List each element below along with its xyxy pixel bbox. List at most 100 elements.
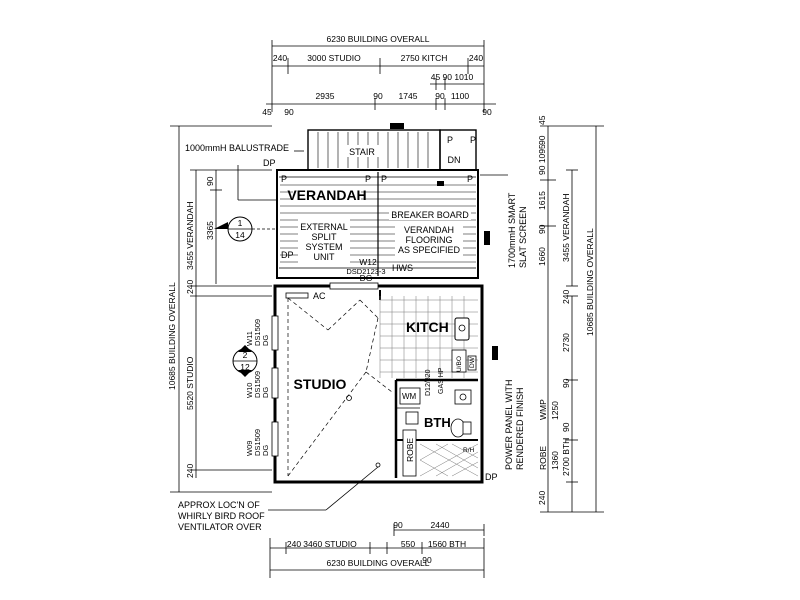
sink-drain-icon [458, 324, 466, 332]
vanity-icon [454, 389, 472, 405]
hws-label: HWS [392, 263, 413, 273]
dim-right-1615: 1615 [537, 191, 547, 210]
p-mark-ver-4: P [467, 174, 473, 184]
stair-label: STAIR [349, 147, 375, 157]
dim-top-studio: 3000 STUDIO [307, 53, 361, 63]
dishwasher-icon [467, 355, 477, 371]
w10-code: DS1509 [253, 371, 262, 398]
dim-bottom-studio: 3460 STUDIO [303, 539, 357, 549]
w12-label: W12 [359, 257, 377, 267]
dim-right-1250: 1250 [550, 401, 560, 420]
ac-label: AC [313, 291, 326, 301]
dim-right-90-c: 90 [561, 378, 571, 388]
power-panel-label-1: POWER PANEL WITH [504, 379, 514, 470]
power-panel-icon [492, 346, 498, 360]
dim-right-90-b: 90 [537, 224, 547, 234]
dim-bottom-90-b: 90 [422, 555, 432, 565]
dim-right-overall: 10685 BUILDING OVERALL [585, 228, 595, 336]
smart-screen-label-1: 1700mmH SMART [507, 192, 517, 268]
stair: STAIR DN P P [307, 123, 477, 171]
verandah: P P P P VERANDAH EXTERNAL SPLIT SYSTEM U… [276, 169, 490, 283]
dim-top-90-mid: 90 [373, 91, 383, 101]
dim-right-2730: 2730 [561, 333, 571, 352]
dim-top-240-left: 240 [273, 53, 287, 63]
dim-top-1745: 1745 [399, 91, 418, 101]
dim-right-2700: 2700 BTH [561, 438, 571, 476]
dim-top-45-90-1010: 45 90 1010 [431, 72, 474, 82]
ubo-label: U/BO [456, 356, 463, 372]
flooring-label: FLOORING [405, 235, 452, 245]
p-mark-ver-3: P [381, 174, 387, 184]
verandah-flooring-label: VERANDAH [404, 225, 454, 235]
studio-ceiling-lines [287, 297, 393, 477]
dim-right-verandah: 3455 VERANDAH [561, 193, 571, 262]
split-label: SPLIT [311, 232, 337, 242]
dim-top-90-r: 90 [435, 91, 445, 101]
dim-top-1100: 1100 [451, 91, 470, 101]
dim-right-90-d: 90 [561, 422, 571, 432]
whirly-label-2: WHIRLY BIRD ROOF [178, 511, 265, 521]
w11-label: W11 [245, 331, 254, 346]
as-specified-label: AS SPECIFIED [398, 245, 461, 255]
balustrade-label: 1000mmH BALUSTRADE [185, 143, 289, 153]
rh-label: R/H [463, 447, 475, 454]
bth-label: BTH [424, 415, 451, 430]
dim-right-240-a: 240 [561, 290, 571, 304]
power-panel-label-2: RENDERED FINISH [515, 387, 525, 470]
w10-dg: DG [261, 387, 270, 398]
section-1-sheet: 14 [235, 230, 245, 240]
p-mark-stair-2: P [470, 135, 476, 145]
section-marker-2: 2 12 [232, 345, 258, 377]
dim-left-90: 90 [205, 176, 215, 186]
dn-label: DN [448, 155, 461, 165]
dim-top-90-rr: 90 [482, 107, 492, 117]
dim-left-3365: 3365 [205, 221, 215, 240]
bottom-dimensions: 90 2440 240 3460 STUDIO 550 1560 BTH 90 … [269, 520, 485, 578]
dim-left-overall: 10685 BUILDING OVERALL [167, 282, 177, 390]
dim-top-kitch: 2750 KITCH [401, 53, 448, 63]
external-label: EXTERNAL [300, 222, 348, 232]
dim-bottom-90: 90 [393, 520, 403, 530]
smoke-detector-icon [346, 395, 352, 401]
left-dimensions: 10685 BUILDING OVERALL 3455 VERANDAH 240… [167, 125, 272, 493]
washing-machine-icon [399, 387, 421, 405]
dim-right-90-a: 90 [537, 135, 547, 145]
d12-label: D12/820 [425, 369, 432, 396]
dim-top-240-right: 240 [469, 53, 483, 63]
w11-dg: DG [261, 335, 270, 346]
dim-left-240-b: 240 [185, 464, 195, 478]
sink-icon [454, 317, 470, 341]
ac-unit [285, 292, 309, 299]
dim-top-2935: 2935 [316, 91, 335, 101]
section-marker-1: 1 14 [214, 216, 278, 242]
w12-code: DSD2123-3 [346, 267, 385, 276]
section-2-number: 2 [243, 350, 248, 360]
w10-label: W10 [245, 383, 254, 398]
breaker-board-label: BREAKER BOARD [391, 210, 469, 220]
dim-right-robe: ROBE [538, 446, 548, 470]
robe [402, 429, 417, 477]
dim-right-45: 45 [537, 115, 547, 125]
w09-code: DS1509 [253, 429, 262, 456]
oven-icon [451, 349, 467, 373]
dim-left-verandah: 3455 VERANDAH [185, 201, 195, 270]
section-2-sheet: 12 [240, 362, 250, 372]
dim-left-studio: 5520 STUDIO [185, 356, 195, 410]
laundry-tub-icon [405, 411, 419, 425]
w11-code: DS1509 [253, 319, 262, 346]
robe-label: ROBE [405, 438, 415, 462]
top-dimensions: 6230 BUILDING OVERALL 240 3000 STUDIO 27… [262, 34, 496, 117]
dim-right-1660: 1660 [537, 247, 547, 266]
dim-top-90-left: 90 [284, 107, 294, 117]
p-mark-stair-1: P [447, 135, 453, 145]
verandah-label: VERANDAH [287, 187, 366, 203]
whirly-label-1: APPROX LOC'N OF [178, 500, 260, 510]
dim-bottom-550: 550 [401, 539, 415, 549]
dim-left-240-a: 240 [185, 280, 195, 294]
dp-left-label: DP [281, 250, 294, 260]
p-mark-ver-1: P [281, 174, 287, 184]
dg-top-label: DG [360, 273, 373, 283]
windows [271, 282, 379, 457]
dim-bottom-overall: 6230 BUILDING OVERALL [327, 558, 430, 568]
